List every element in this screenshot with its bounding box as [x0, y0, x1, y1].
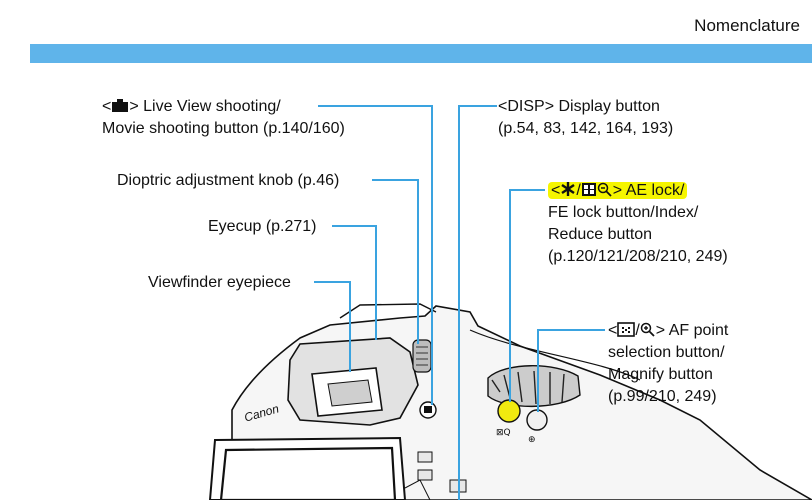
af-point-icon [617, 322, 636, 337]
magnify-icon [640, 322, 655, 337]
label-dioptric-knob: Dioptric adjustment knob (p.46) [117, 172, 340, 189]
label-disp-pages: (p.54, 83, 142, 164, 193) [498, 120, 674, 137]
camera-icon [112, 99, 129, 112]
label-viewfinder-eyepiece: Viewfinder eyepiece [148, 274, 291, 291]
page-title: Nomenclature [694, 16, 800, 35]
label-ae-lock-button: </> AE lock/ [548, 180, 688, 201]
label-af-point-button: </> AF point [608, 322, 729, 339]
magnify-minus-icon [597, 182, 612, 197]
label-af-point-line3: Magnify button [608, 366, 713, 383]
svg-text:⊕: ⊕ [528, 435, 536, 445]
label-live-view-button: <> Live View shooting/ [102, 98, 281, 115]
label-disp-button: <DISP> Display button [498, 98, 660, 115]
svg-text:⊠Q: ⊠Q [496, 428, 511, 438]
index-grid-icon [581, 183, 596, 196]
label-ae-lock-pages: (p.120/121/208/210, 249) [548, 248, 728, 265]
label-live-view-pages: Movie shooting button (p.140/160) [102, 120, 345, 137]
header-accent-bar [30, 44, 812, 63]
label-ae-lock-line2: FE lock button/Index/ [548, 204, 699, 221]
label-eyecup: Eyecup (p.271) [208, 218, 317, 235]
label-af-point-line2: selection button/ [608, 344, 725, 361]
highlight-mark: </> AE lock/ [548, 182, 688, 199]
label-af-point-pages: (p.99/210, 249) [608, 388, 717, 405]
star-icon [561, 182, 576, 196]
label-ae-lock-line3: Reduce button [548, 226, 653, 243]
